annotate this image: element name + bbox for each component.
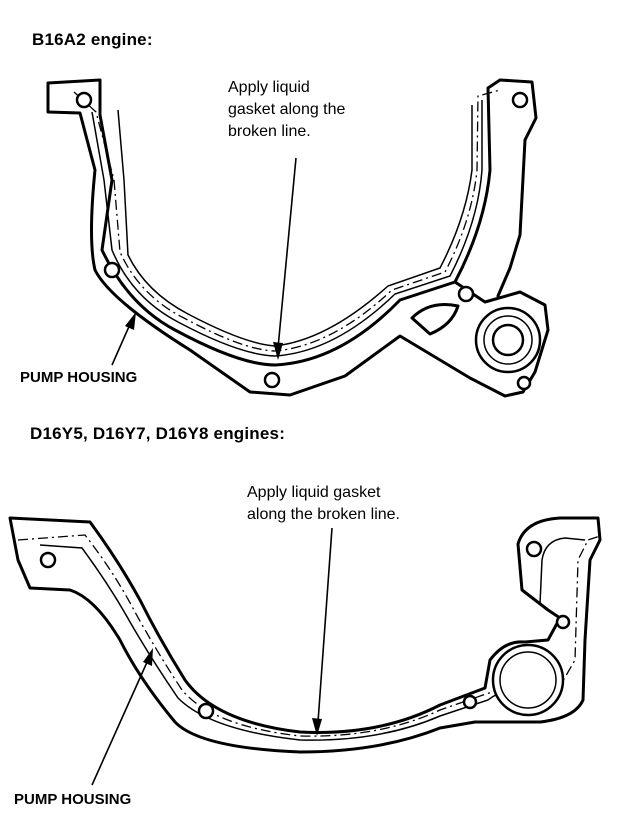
bottom-note-line-1: Apply liquid gasket bbox=[247, 484, 381, 501]
bottom-note-leader bbox=[317, 527, 333, 723]
bottom-housing-inner-line bbox=[39, 544, 521, 741]
top-bolt-hole bbox=[516, 375, 532, 391]
top-label-arrowhead bbox=[125, 312, 136, 330]
bottom-note: Apply liquid gasket along the broken lin… bbox=[247, 482, 400, 526]
top-note-line-3: broken line. bbox=[228, 123, 311, 140]
top-pump-cavity bbox=[410, 303, 460, 336]
top-note-arrowhead bbox=[273, 342, 283, 360]
bottom-housing-right-inner bbox=[539, 537, 586, 605]
bottom-bolt-hole bbox=[39, 551, 57, 569]
top-note-line-2: gasket along the bbox=[228, 101, 346, 118]
bottom-bolt-hole bbox=[197, 702, 215, 720]
bottom-pump-boss-outer bbox=[491, 643, 565, 717]
bottom-label-leader bbox=[91, 659, 149, 786]
top-bolt-hole bbox=[75, 91, 93, 109]
top-pump-boss-inner bbox=[491, 323, 525, 357]
top-note-line-1: Apply liquid bbox=[228, 79, 310, 96]
top-bolt-hole bbox=[457, 285, 475, 303]
top-housing-right-arm bbox=[453, 78, 538, 298]
top-bolt-hole bbox=[511, 91, 529, 109]
bottom-housing-outline bbox=[8, 516, 602, 754]
top-pump-boss-ring bbox=[483, 315, 533, 365]
top-label-leader bbox=[111, 321, 132, 366]
bottom-pump-housing-label: PUMP HOUSING bbox=[14, 791, 132, 808]
bottom-heading: D16Y5, D16Y7, D16Y8 engines: bbox=[30, 424, 286, 443]
top-housing-outline bbox=[46, 78, 550, 398]
top-heading: B16A2 engine: bbox=[32, 30, 153, 49]
top-note-leader bbox=[277, 157, 297, 349]
top-pump-housing-label: PUMP HOUSING bbox=[20, 369, 138, 386]
bottom-note-arrowhead bbox=[312, 718, 322, 736]
bottom-note-line-2: along the broken line. bbox=[247, 506, 400, 523]
bottom-bolt-hole bbox=[525, 540, 543, 558]
top-housing-inner-line bbox=[91, 100, 483, 357]
top-bolt-hole bbox=[263, 371, 281, 389]
top-bolt-hole bbox=[103, 261, 121, 279]
bottom-bolt-hole bbox=[555, 614, 571, 630]
bottom-label-arrowhead bbox=[143, 648, 153, 666]
bottom-bolt-hole bbox=[462, 694, 478, 710]
bottom-pump-boss-inner bbox=[499, 651, 557, 709]
top-note: Apply liquid gasket along the broken lin… bbox=[228, 77, 345, 143]
